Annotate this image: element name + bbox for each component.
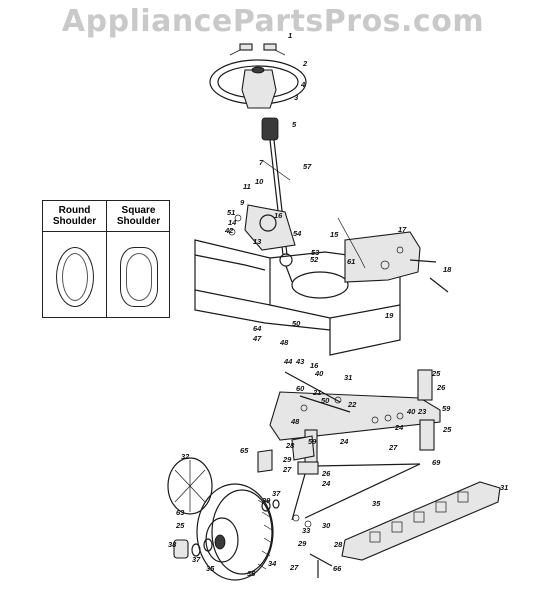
callout-17: 17	[398, 225, 407, 234]
callout-50: 50	[321, 396, 330, 405]
steering-wheel	[209, 43, 307, 109]
shoulder-legend: Round Shoulder Square Shoulder	[42, 200, 170, 318]
hub-cap	[167, 457, 213, 515]
callout-53: 53	[311, 248, 320, 257]
callout-19: 19	[385, 311, 394, 320]
callout-52: 52	[310, 255, 319, 264]
callout-29: 29	[282, 455, 292, 464]
square-shoulder-column: Square Shoulder	[106, 201, 170, 317]
callout-21: 21	[312, 388, 321, 397]
callout-30: 30	[322, 521, 331, 530]
callout-16: 16	[274, 211, 283, 220]
square-shoulder-shape	[119, 247, 158, 307]
callout-35: 35	[372, 499, 381, 508]
wheel-hardware	[173, 499, 280, 559]
callout-39: 39	[262, 496, 271, 505]
callout-31: 31	[344, 373, 352, 382]
arrow-indicator	[337, 217, 366, 269]
small-brackets	[257, 435, 315, 473]
callout-25: 25	[175, 521, 185, 530]
callout-48: 48	[290, 417, 300, 426]
callout-61: 61	[347, 257, 355, 266]
callout-10: 10	[255, 177, 264, 186]
front-wheel	[196, 483, 274, 581]
callout-7: 7	[259, 158, 264, 167]
tie-rod	[304, 463, 421, 519]
callout-28: 28	[285, 441, 295, 450]
callout-31: 31	[500, 483, 508, 492]
callout-24: 24	[394, 423, 404, 432]
callout-18: 18	[443, 265, 452, 274]
callout-25: 25	[431, 369, 441, 378]
callout-16: 16	[310, 361, 319, 370]
drag-link	[284, 371, 351, 413]
callout-44: 44	[283, 357, 293, 366]
callout-65: 65	[240, 446, 249, 455]
front-bumper	[341, 481, 501, 561]
callout-23: 23	[417, 407, 427, 416]
watermark-text: AppliancePartsPros.com	[61, 4, 485, 39]
callout-22: 22	[347, 400, 357, 409]
callout-14: 14	[228, 218, 237, 227]
callout-43: 43	[295, 357, 305, 366]
callout-40: 40	[406, 407, 416, 416]
callout-69: 69	[432, 458, 441, 467]
callout-11: 11	[243, 182, 251, 191]
round-shoulder-label: Round Shoulder	[43, 201, 106, 232]
callout-59: 59	[442, 404, 451, 413]
callout-28: 28	[333, 540, 343, 549]
callout-5: 5	[292, 120, 297, 129]
callout-3: 3	[294, 93, 299, 102]
round-shoulder-column: Round Shoulder	[43, 201, 106, 317]
callout-27: 27	[282, 465, 292, 474]
callout-50: 50	[292, 319, 301, 328]
callout-1: 1	[288, 31, 292, 40]
lower-linkage	[292, 514, 333, 578]
callout-33: 33	[302, 526, 311, 535]
callout-15: 15	[330, 230, 339, 239]
callout-63: 63	[176, 508, 185, 517]
side-bracket	[344, 231, 449, 293]
callout-64: 64	[253, 324, 262, 333]
callout-13: 13	[253, 237, 262, 246]
callout-57: 57	[303, 162, 312, 171]
callout-54: 54	[293, 229, 302, 238]
callout-27: 27	[388, 443, 398, 452]
callout-34: 34	[268, 559, 277, 568]
callout-24: 24	[339, 437, 349, 446]
callout-47: 47	[252, 334, 262, 343]
callout-27: 27	[289, 563, 299, 572]
callout-42: 42	[224, 226, 234, 235]
callout-60: 60	[296, 384, 305, 393]
callout-29: 29	[297, 539, 307, 548]
callout-35: 35	[206, 564, 215, 573]
callout-2: 2	[302, 59, 308, 68]
callout-37: 37	[192, 555, 201, 564]
callout-32: 32	[181, 452, 190, 461]
callout-66: 66	[333, 564, 342, 573]
callout-25: 25	[442, 425, 452, 434]
round-shoulder-shape	[55, 247, 94, 307]
square-shoulder-label: Square Shoulder	[107, 201, 170, 232]
callout-51: 51	[227, 208, 235, 217]
callout-26: 26	[321, 469, 331, 478]
callout-59: 59	[308, 437, 317, 446]
callout-48: 48	[279, 338, 289, 347]
callout-24: 24	[321, 479, 331, 488]
spindle-right	[417, 369, 435, 451]
callout-40: 40	[314, 369, 324, 378]
callout-4: 4	[300, 80, 306, 89]
callout-9: 9	[240, 198, 245, 207]
callout-37: 37	[272, 489, 281, 498]
steering-bracket	[228, 204, 296, 251]
callout-38: 38	[168, 540, 177, 549]
frame	[194, 239, 401, 356]
callout-36: 36	[247, 569, 256, 578]
callout-26: 26	[436, 383, 446, 392]
